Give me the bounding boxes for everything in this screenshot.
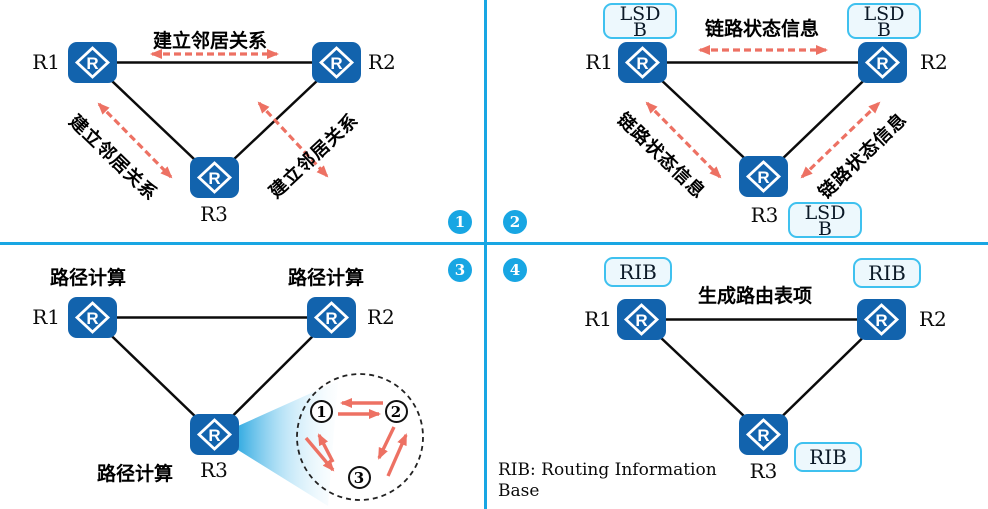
q3-r3-label: R3 <box>200 458 228 482</box>
q3-calc-label-r3: 路径计算 <box>96 463 173 485</box>
q3-calc-label-r2: 路径计算 <box>287 267 364 289</box>
rib-box-r3: RIB <box>794 442 862 472</box>
step-badge-4: 4 <box>503 258 527 282</box>
q2-r2-label: R2 <box>920 50 948 74</box>
q1-right-arrow <box>257 101 329 178</box>
router-icon-q1-r3: R <box>190 157 239 198</box>
q2-right-arrow <box>800 101 881 179</box>
svg-text:R: R <box>875 311 887 330</box>
step-badge-3: 3 <box>448 258 472 282</box>
spf-arrow-2to3 <box>377 426 396 460</box>
q4-top-label: 生成路由表项 <box>697 285 812 307</box>
q2-r3-label: R3 <box>750 203 779 227</box>
q3-r1-label: R1 <box>32 305 60 329</box>
q1-r1-label: R1 <box>32 50 60 74</box>
spf-node-3: 3 <box>347 466 371 489</box>
lsdb-box-r3-line1: LSD <box>804 202 846 224</box>
svg-text:R: R <box>635 311 647 330</box>
q1-r2-label: R2 <box>368 50 396 74</box>
router-icon-q3-r1: R <box>68 297 117 338</box>
spf-arrows <box>304 398 408 477</box>
spf-arrow-3to2 <box>386 433 408 477</box>
router-icon-q2-r1: R <box>618 42 667 83</box>
router-icon-q3-r3: R <box>190 414 239 455</box>
router-icon-q4-r2: R <box>857 299 906 340</box>
router-icon-q1-r2: R <box>312 42 361 83</box>
q3-calc-label-r1: 路径计算 <box>49 267 126 289</box>
svg-text:R: R <box>757 168 769 187</box>
step-badge-2: 2 <box>503 210 527 234</box>
spf-node-2: 2 <box>384 400 408 423</box>
svg-text:R: R <box>876 54 888 73</box>
rib-footnote-line2: Base <box>498 481 540 501</box>
q4-r1-label: R1 <box>584 307 612 331</box>
q1-left-arrow <box>97 102 173 179</box>
q2-top-label: 链路状态信息 <box>704 18 819 40</box>
router-icon-q1-r1: R <box>68 42 117 83</box>
lsdb-box-r1-line2: B <box>633 19 647 41</box>
router-icon-q4-r1: R <box>617 299 666 340</box>
horizontal-divider <box>0 242 988 245</box>
spf-node-1: 1 <box>310 400 333 423</box>
spf-detail-circle <box>296 373 424 501</box>
q2-r1-label: R1 <box>585 50 613 74</box>
q3-r2-label: R2 <box>367 305 395 329</box>
lsdb-box-r2-line1: LSD <box>863 3 905 25</box>
step-badge-1: 1 <box>448 210 472 234</box>
rib-footnote: RIB: Routing Information Base <box>498 460 738 502</box>
svg-text:R: R <box>330 54 342 73</box>
svg-text:R: R <box>757 426 769 445</box>
lsdb-box-r1: LSD B <box>603 3 677 41</box>
router-icon-q2-r2: R <box>858 42 907 83</box>
router-icon-q2-r3: R <box>739 156 788 197</box>
q1-r3-label: R3 <box>200 202 228 226</box>
svg-text:R: R <box>208 169 220 188</box>
q4-r3-label: R3 <box>749 459 778 483</box>
rib-box-r1: RIB <box>604 257 672 287</box>
vertical-divider <box>484 0 487 509</box>
exchange-arrows <box>97 45 881 179</box>
lsdb-box-r2: LSD B <box>847 3 921 41</box>
svg-text:R: R <box>636 54 648 73</box>
q2-left-arrow <box>645 101 722 179</box>
q1-top-label: 建立邻居关系 <box>152 30 267 52</box>
spf-arrow-3to1 <box>317 433 335 463</box>
rib-box-r2: RIB <box>853 258 921 288</box>
rib-footnote-line1: RIB: Routing Information <box>498 460 717 480</box>
lsdb-box-r2-line2: B <box>877 19 891 41</box>
lsdb-box-r1-line1: LSD <box>619 3 661 25</box>
svg-text:R: R <box>86 54 98 73</box>
lsdb-box-r3-line2: B <box>818 218 832 240</box>
q4-r2-label: R2 <box>919 307 947 331</box>
router-icon-q4-r3: R <box>739 414 788 455</box>
spf-arrow-1to3 <box>304 436 335 472</box>
svg-text:R: R <box>86 309 98 328</box>
svg-text:R: R <box>325 309 337 328</box>
router-icon-q3-r2: R <box>307 297 356 338</box>
lsdb-box-r3: LSD B <box>788 202 862 240</box>
svg-text:R: R <box>208 426 220 445</box>
